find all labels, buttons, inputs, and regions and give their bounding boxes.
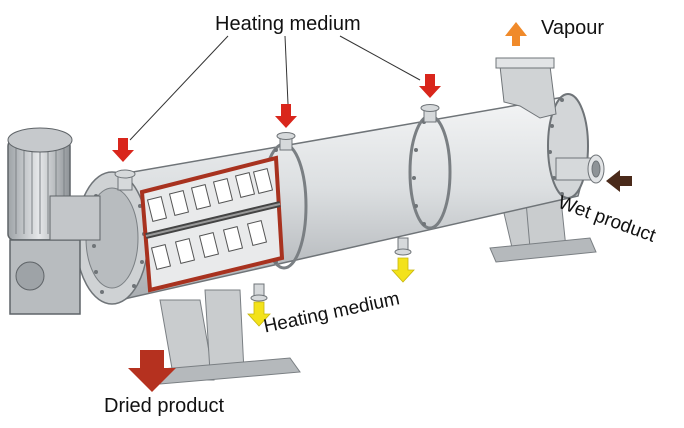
- vapour-label: Vapour: [541, 17, 605, 39]
- dried-product-arrow: [128, 350, 176, 392]
- vapour-arrow: [505, 22, 527, 46]
- heating-outlet-arrows: [247, 257, 415, 327]
- nozzles: [114, 57, 605, 302]
- wet-product-arrow: [606, 170, 632, 192]
- support-legs: [149, 189, 597, 385]
- heating-medium-top-label: Heating medium: [215, 13, 361, 35]
- drive-motor: [7, 127, 101, 315]
- heating-inlet-arrows: [112, 74, 441, 162]
- leader-lines: [129, 35, 421, 141]
- dried-product-label: Dried product: [104, 395, 225, 417]
- agitator-cutaway: [139, 155, 285, 293]
